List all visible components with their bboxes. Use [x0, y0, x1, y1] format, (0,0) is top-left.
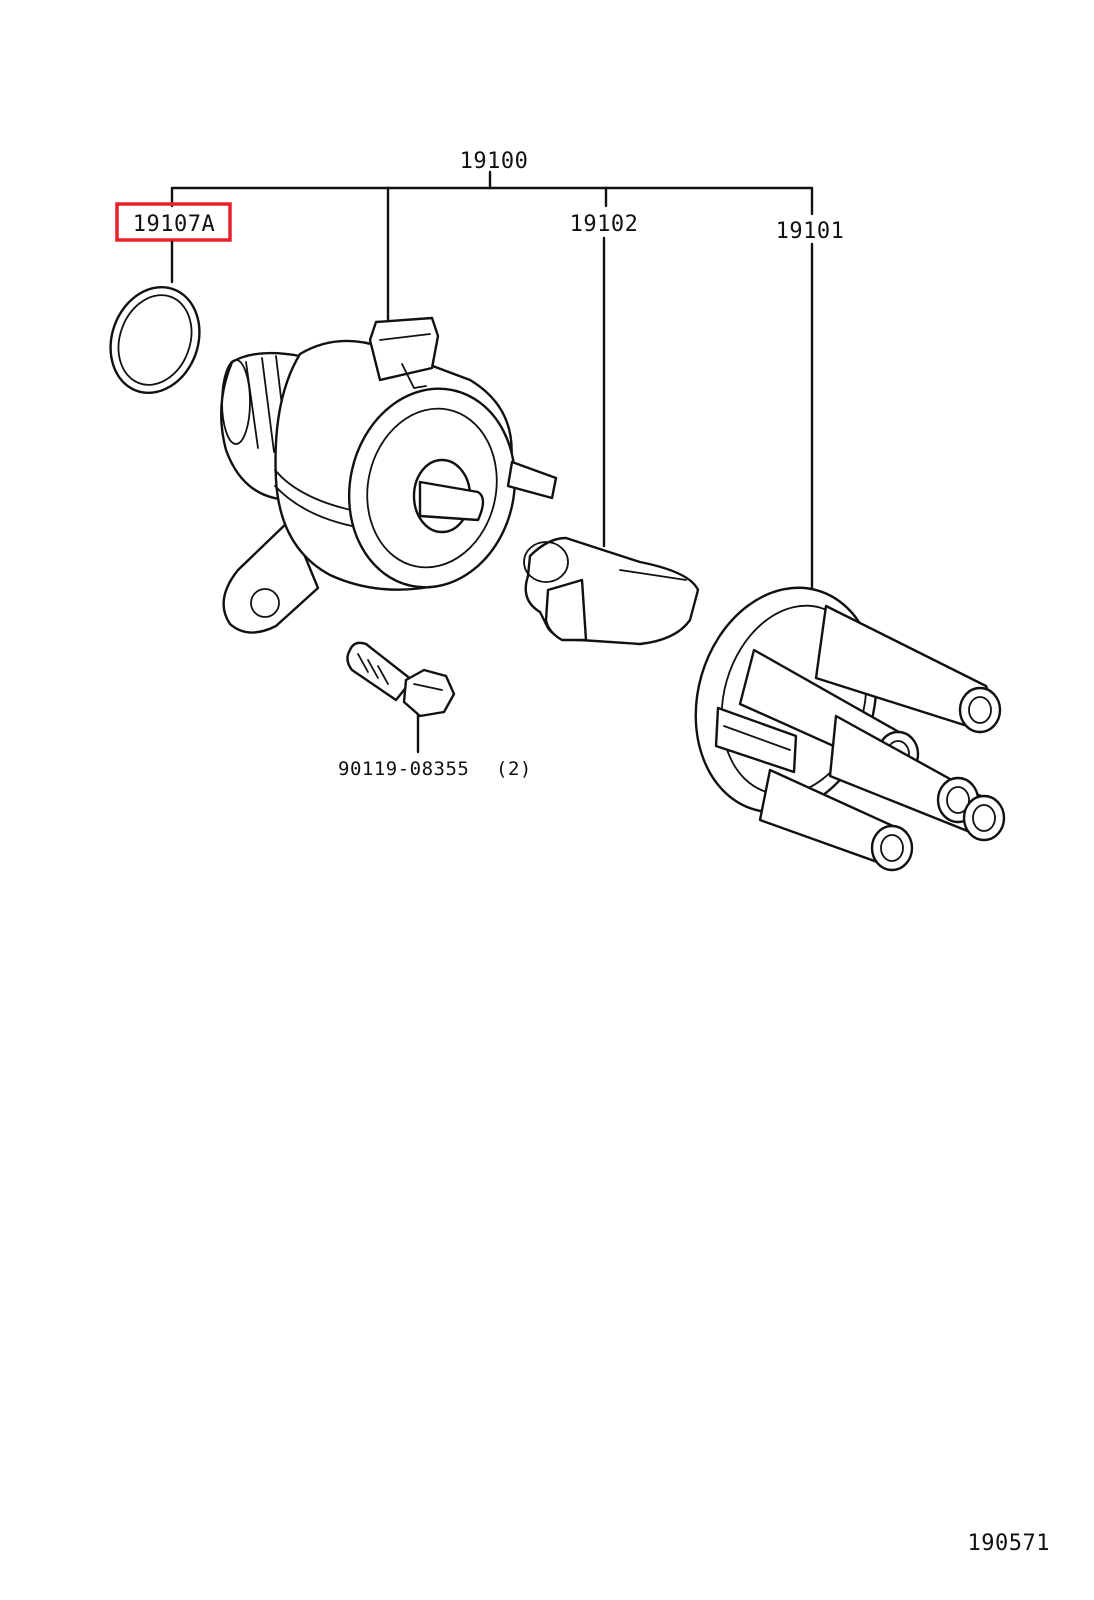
illustration-code: 190571 — [968, 1531, 1050, 1556]
label-19107a[interactable]: 19107A — [133, 212, 215, 237]
label-bolt-qty: (2) — [496, 758, 532, 780]
bolt-part[interactable] — [346, 641, 456, 718]
label-bolt[interactable]: 90119-08355 — [338, 758, 469, 780]
distributor-cap-part[interactable] — [670, 566, 1006, 872]
assembly-bracket — [170, 170, 814, 324]
label-19102[interactable]: 19102 — [570, 212, 639, 237]
label-19100: 19100 — [460, 149, 529, 174]
o-ring-part[interactable] — [96, 275, 214, 406]
label-19101[interactable]: 19101 — [776, 219, 845, 244]
rotor-part[interactable] — [523, 536, 700, 646]
highlight-box — [115, 202, 232, 242]
distributor-housing-part[interactable] — [220, 316, 558, 634]
